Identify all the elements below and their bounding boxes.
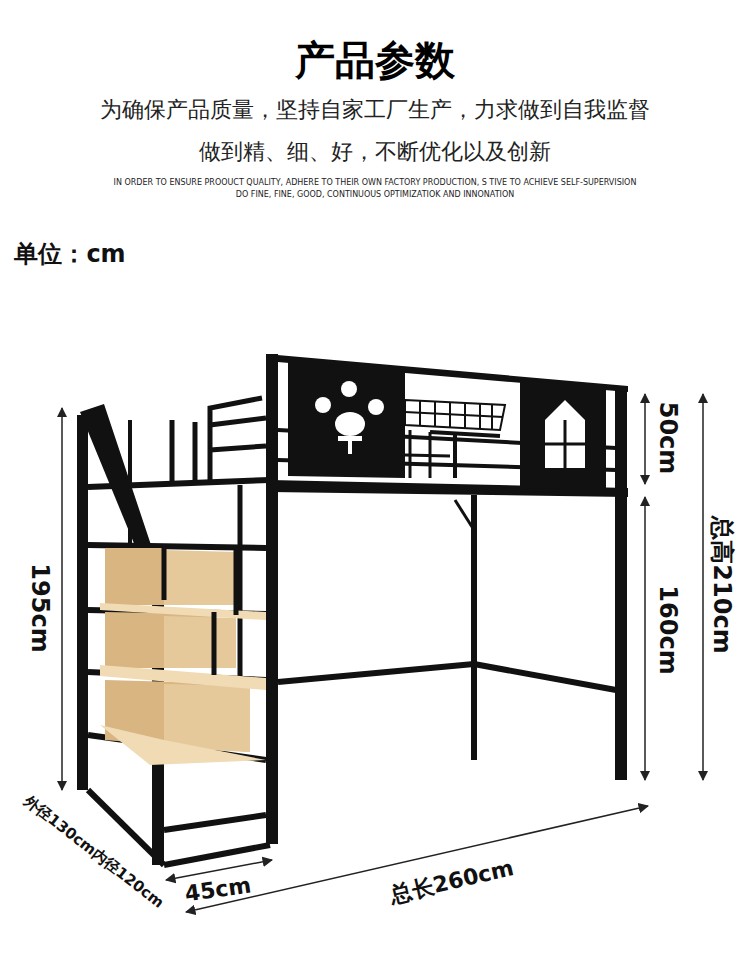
dimension-label: 45cm [183, 873, 252, 906]
dimension-label: 160cm [655, 585, 681, 674]
subtitle-line: 做到精、细、好，不断优化以及创新 [199, 140, 551, 164]
page-title: 产品参数 [295, 38, 455, 82]
subtitle-line: 为确保产品质量，坚持自家工厂生产，力求做到自我监督 [100, 98, 650, 122]
dimension-label: 外径130cm内径120cm [21, 793, 166, 912]
dimension-label: 总长260cm [386, 856, 518, 909]
english-note: DO FINE, FINE, GOOD, CONTINUOUS OPTIMIZA… [236, 191, 514, 200]
english-note: IN ORDER TO ENSURE PROOUCT QUALITY, ADHE… [114, 179, 637, 188]
dimension-label: 50cm [655, 402, 681, 475]
unit-label: 单位：cm [14, 241, 125, 267]
dimension-label: 总高210cm [709, 516, 735, 653]
dimension-label: 195cm [27, 563, 53, 652]
